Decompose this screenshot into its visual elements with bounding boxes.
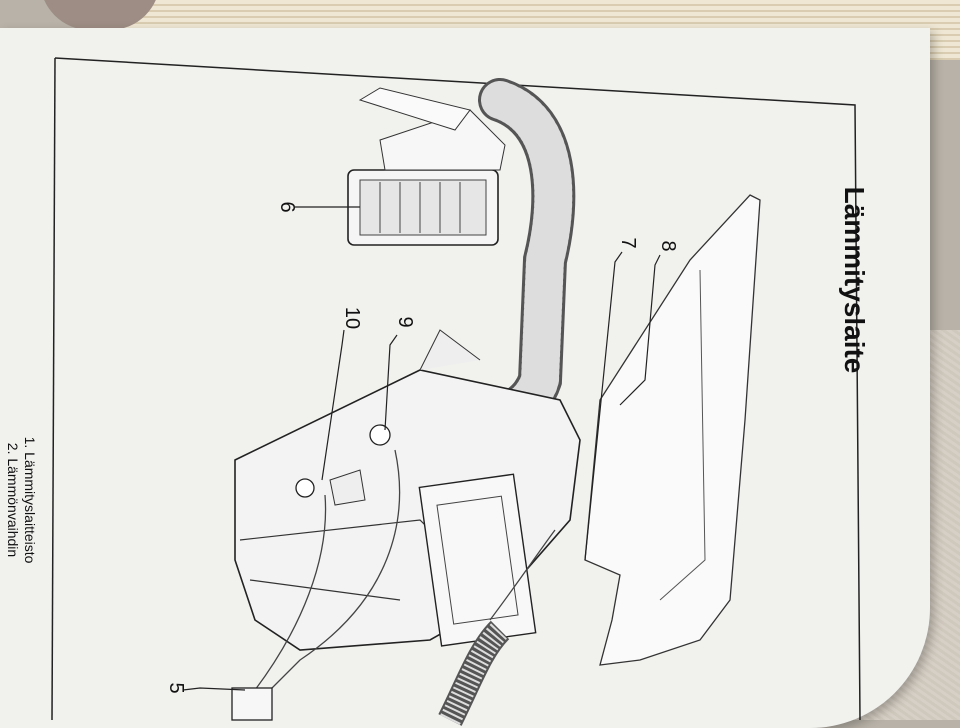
callout-9: 9: [394, 316, 416, 327]
callout-7: 7: [617, 237, 639, 248]
legend-item-1: 1. Lämmityslaitteisto: [22, 437, 38, 564]
leader-lines: [182, 206, 661, 691]
book-page: Lämmityslaite 1. Lämmityslaitteisto 2. L…: [0, 28, 930, 728]
plug-connector: [231, 687, 273, 721]
cable-2: [254, 494, 327, 691]
legend-item-2: 2. Lämmönvaihdin: [5, 443, 21, 557]
connector-9: [369, 424, 391, 446]
callout-6: 6: [276, 201, 298, 212]
grille-louvers: [379, 182, 461, 233]
terminal-block: [329, 469, 366, 506]
callout-8: 8: [657, 240, 679, 251]
air-outlet-grille: [359, 179, 487, 236]
lower-hose: [438, 620, 510, 726]
connector-10: [295, 478, 315, 498]
callout-10: 10: [341, 307, 363, 329]
page-title: Lämmityslaite: [839, 187, 870, 374]
heater-cover-panel: [584, 194, 761, 666]
callout-5: 5: [165, 682, 187, 693]
heater-top-cap: [419, 329, 481, 371]
cable-1: [259, 449, 401, 701]
cover-panel-detail: [659, 269, 706, 601]
page-border-left: [51, 57, 56, 721]
heater-side-recess: [436, 495, 519, 625]
page-border: [54, 57, 861, 721]
outlet-clip: [358, 87, 471, 131]
diagram-svg: Lämmityslaite 1. Lämmityslaitteisto 2. L…: [5, 57, 870, 726]
heater-seam-2: [249, 579, 401, 601]
cable-3: [489, 529, 556, 621]
